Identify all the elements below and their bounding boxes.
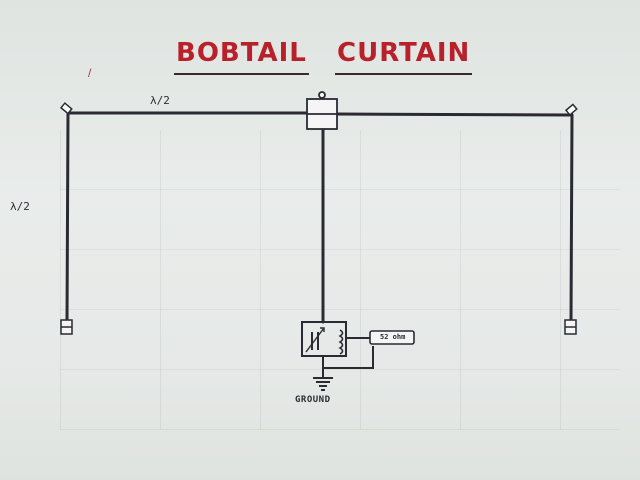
coax-connector xyxy=(369,330,415,345)
title-curtain: CURTAIN xyxy=(334,38,473,75)
center-insulator xyxy=(306,91,338,130)
top-wire-length-label: λ/2 xyxy=(150,94,170,107)
tuning-network xyxy=(301,321,374,369)
title-bobtail: BOBTAIL xyxy=(174,38,309,75)
left-vertical-wire xyxy=(65,111,70,324)
background-calendar-grid xyxy=(60,130,620,430)
ground-symbol xyxy=(313,368,333,391)
red-tick-mark: / xyxy=(88,66,92,80)
right-corner-insulator xyxy=(564,103,578,116)
coax-impedance-label: 52 ohm xyxy=(380,333,406,341)
right-vertical-wire xyxy=(569,113,574,324)
top-wire-right xyxy=(334,112,574,117)
left-corner-insulator xyxy=(59,102,73,115)
ground-label: GROUND xyxy=(295,395,331,405)
side-wire-length-label: λ/2 xyxy=(10,200,30,213)
